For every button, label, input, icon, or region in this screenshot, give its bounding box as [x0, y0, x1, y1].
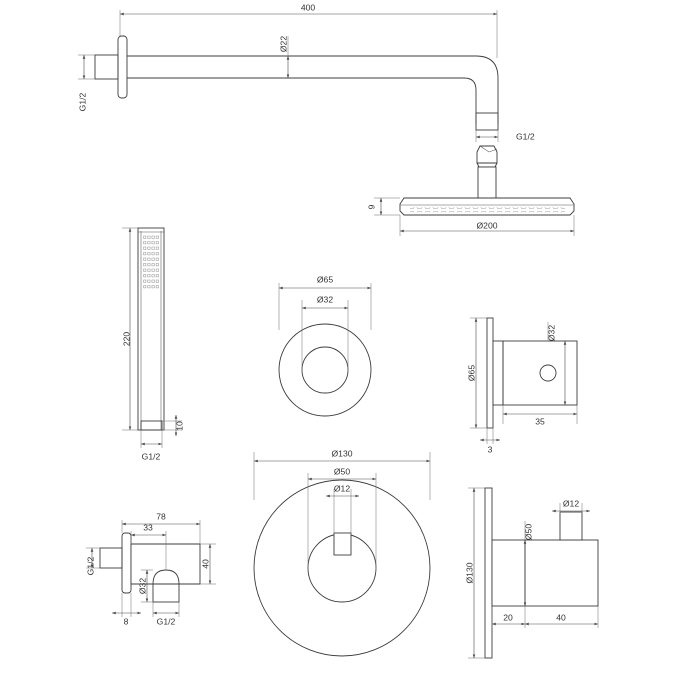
dim-thermostat-side-knob-dia: Ø50: [523, 524, 533, 540]
dim-outlet-outlet-thread: G1/2: [157, 616, 176, 626]
dim-thermostat-lever-dia: Ø12: [334, 483, 350, 493]
dim-stop-valve-plate-thickness: 3: [488, 444, 493, 454]
dim-outlet-height: 40: [200, 559, 210, 569]
view-stop-valve-front: Ø65 Ø32: [278, 274, 372, 417]
thermostat-lever: [333, 532, 352, 556]
thermostat-side-body: [491, 539, 526, 607]
stop-valve-side-plate: [486, 317, 494, 429]
thermostat-side-plate: [484, 487, 493, 659]
outlet-spigot-thread: [152, 583, 180, 603]
dim-stop-valve-side-plate-dia: Ø65: [466, 365, 476, 381]
dim-outlet-offset: 33: [143, 522, 153, 532]
arm-wall-thread: [94, 54, 119, 80]
thermostat-side-knurl: [524, 539, 599, 607]
hand-shower-thread: [140, 420, 163, 431]
dim-hand-shower-base: 10: [174, 421, 184, 431]
dim-thermostat-knob-dia: Ø50: [334, 466, 350, 476]
dim-outlet-plate-thickness: 8: [124, 616, 129, 626]
dim-arm-wall-thread: G1/2: [77, 92, 87, 111]
dim-arm-length: 400: [301, 2, 316, 12]
dim-arm-tube-dia: Ø22: [278, 36, 288, 52]
stop-valve-side-hole: [539, 364, 557, 382]
dim-head-dia: Ø200: [476, 220, 497, 230]
dim-head-thickness: 9: [366, 204, 376, 209]
view-stop-valve-side: Ø65 Ø32 35 3: [466, 317, 578, 454]
stop-valve-side-collar: [492, 340, 504, 406]
dim-thermostat-plate-dia: Ø130: [331, 448, 352, 458]
hand-shower-nozzle-grid: [143, 235, 159, 289]
dim-stop-valve-knob-dia: Ø32: [317, 294, 333, 304]
arm-wall-flange: [117, 35, 128, 99]
hand-shower-body: [137, 227, 165, 431]
dim-arm-outlet-thread: G1/2: [516, 131, 535, 141]
view-thermostat-front: Ø130 Ø50 Ø12: [253, 448, 431, 657]
dim-stop-valve-side-knob-dia: Ø32: [546, 325, 556, 341]
dim-outlet-body-dia: Ø32: [137, 578, 147, 594]
shower-head-nozzles: [410, 207, 565, 213]
stop-valve-knob: [301, 346, 349, 394]
view-wall-outlet: 78 33 40 G1/2 Ø32 8 G1/2: [85, 511, 216, 626]
thermostat-side-lever: [559, 511, 583, 541]
dim-outlet-length: 78: [156, 511, 166, 521]
view-shower-arm: 400 G1/2 Ø22 G1/2: [77, 2, 575, 236]
dim-thermostat-side-plate-dia: Ø130: [464, 562, 474, 583]
arm-outlet-thread: [475, 112, 499, 131]
view-thermostat-side: Ø130 Ø50 Ø12 20 40: [464, 487, 599, 659]
dim-hand-shower-thread: G1/2: [142, 451, 161, 461]
dim-stop-valve-projection: 35: [535, 416, 545, 426]
dim-thermostat-knob-depth: 40: [556, 612, 566, 622]
outlet-back-thread: [99, 547, 123, 569]
view-hand-shower: 220 10 G1/2: [121, 227, 184, 461]
dim-outlet-inlet-thread: G1/2: [85, 556, 95, 575]
outlet-wall-plate: [121, 532, 132, 594]
dim-thermostat-body-depth: 20: [503, 612, 513, 622]
stop-valve-side-knurl: [502, 340, 578, 406]
dim-hand-shower-length: 220: [121, 332, 131, 347]
arm-head-stem: [477, 166, 497, 199]
dim-thermostat-side-lever-dia: Ø12: [563, 498, 579, 508]
dim-stop-valve-plate-dia: Ø65: [317, 274, 333, 284]
arm-swivel: [476, 145, 498, 164]
